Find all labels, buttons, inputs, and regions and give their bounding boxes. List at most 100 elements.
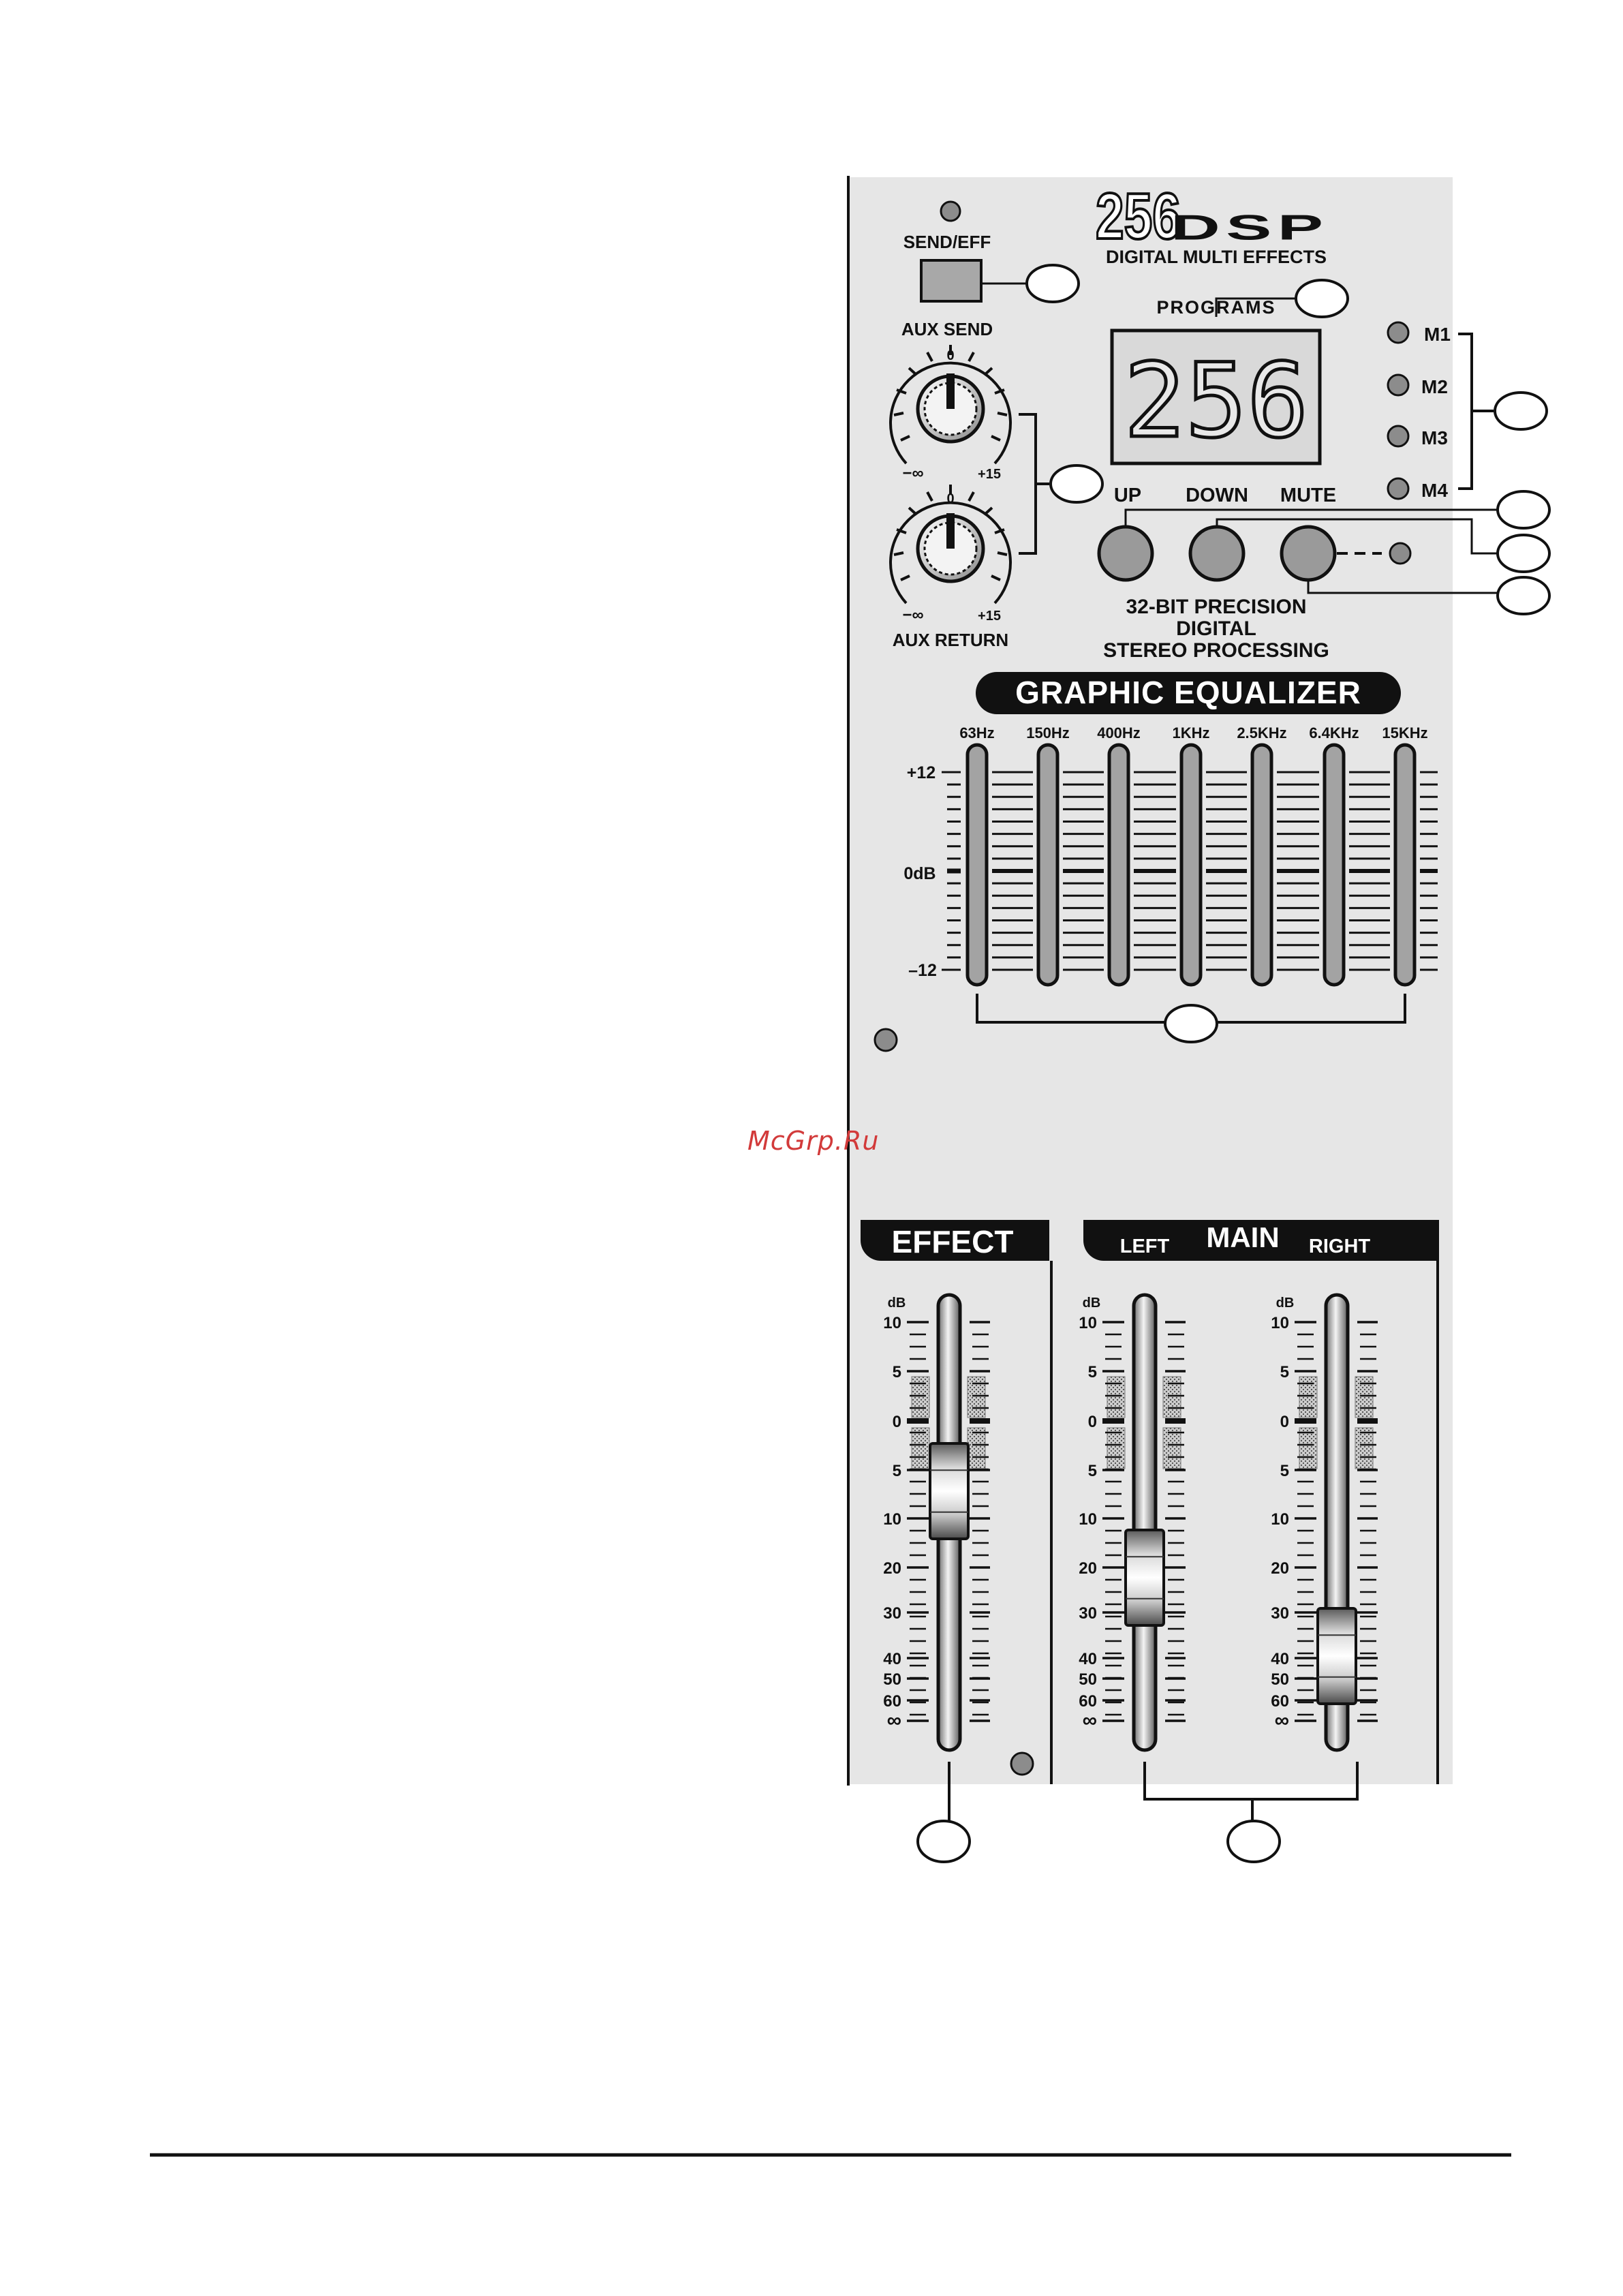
aux-send-label: AUX SEND [901, 319, 993, 339]
program-display [1110, 328, 1322, 465]
up-label: UP [1114, 485, 1141, 506]
eq-band-label-15khz: 15KHz [1382, 724, 1427, 741]
dsp-logo: 256 DSP [1094, 179, 1329, 254]
up-button[interactable] [1097, 525, 1154, 582]
m4-led [1387, 477, 1410, 500]
down-button[interactable] [1188, 525, 1246, 582]
effect-title-banner [861, 1220, 1049, 1261]
callout-main-faders [1226, 1820, 1281, 1863]
m2-led [1387, 373, 1410, 397]
fader-scale-label: 10 [1271, 1314, 1289, 1332]
mute-button[interactable] [1280, 525, 1337, 582]
fader-db-label: dB [1083, 1296, 1101, 1311]
aux-send-knob[interactable] [889, 345, 1012, 465]
processing-line3: STEREO PROCESSING [1103, 639, 1329, 662]
m1-led [1387, 321, 1410, 344]
eq-slider-2-5khz[interactable] [1250, 743, 1273, 987]
fader-scale-label: 40 [1271, 1650, 1289, 1668]
eq-slider-63hz[interactable] [965, 743, 989, 987]
eq-title-banner [976, 672, 1401, 714]
fader-scale-label: 5 [1280, 1462, 1289, 1480]
eq-slider-15khz[interactable] [1393, 743, 1417, 987]
fader-scale-label: 60 [1079, 1692, 1097, 1711]
m3-label: M3 [1421, 427, 1448, 448]
fader-scale-label: ∞ [1275, 1709, 1289, 1732]
fader-scale-label: 60 [883, 1692, 901, 1711]
fader-scale-label: 10 [883, 1314, 901, 1332]
fader-db-label: dB [1276, 1296, 1295, 1311]
callout-send-eff [1025, 264, 1080, 303]
fader-scale-label: 0 [1088, 1413, 1097, 1431]
aux-return-min-label: −∞ [902, 606, 923, 624]
eq-band-label-2-5khz: 2.5KHz [1237, 724, 1286, 741]
fader-cap[interactable] [929, 1442, 970, 1540]
eq-slider-150hz[interactable] [1036, 743, 1060, 987]
eq-slider-6-4khz[interactable] [1323, 743, 1346, 987]
fader-scale-label: 0 [893, 1413, 901, 1431]
fader-scale-label: 50 [1079, 1670, 1097, 1689]
callout-effect-fader [916, 1820, 971, 1863]
memory-leds [1387, 321, 1410, 500]
fader-scale-label: 60 [1271, 1692, 1289, 1711]
fader-zone [911, 1427, 930, 1469]
callout-line [1216, 518, 1498, 555]
aux-send-top-label: 0 [946, 348, 954, 363]
send-eff-label: SEND/EFF [903, 232, 991, 252]
fader-zone [1107, 1427, 1126, 1469]
main-title: MAIN [1206, 1221, 1279, 1253]
fader-scale-label: 30 [1079, 1604, 1097, 1623]
processing-line2: DIGITAL [1176, 617, 1256, 640]
fader-scale-label: 5 [1088, 1462, 1097, 1480]
fader-scale-label: 10 [1079, 1314, 1097, 1332]
mute-label: MUTE [1280, 485, 1336, 506]
eq-scale-ticks [942, 771, 1438, 971]
eq-slider-400hz[interactable] [1107, 743, 1130, 987]
processing-line1: 32-BIT PRECISION [1126, 596, 1306, 618]
m2-label: M2 [1421, 376, 1448, 397]
eq-band-label-63hz: 63Hz [959, 724, 994, 741]
send-eff-led [940, 200, 961, 222]
fader-scale-label: 50 [883, 1670, 901, 1689]
fader-scale-label: 10 [1079, 1510, 1097, 1529]
fader-scale-label: 0 [1280, 1413, 1289, 1431]
aux-return-knob[interactable] [889, 485, 1012, 604]
aux-return-label: AUX RETURN [893, 630, 1008, 650]
eq-band-label-150hz: 150Hz [1026, 724, 1070, 741]
eq-band-label-400hz: 400Hz [1097, 724, 1141, 741]
callout-memory [1494, 391, 1548, 431]
fader-scale-label: 30 [1271, 1604, 1289, 1623]
callout-down [1496, 534, 1551, 573]
fader-scale-label: 30 [883, 1604, 901, 1623]
fader-zone [1355, 1427, 1374, 1469]
main-left-label: LEFT [1120, 1236, 1170, 1257]
eq-scale-top: +12 [907, 763, 936, 782]
send-eff-button[interactable] [920, 259, 983, 303]
eq-sliders [965, 743, 1417, 987]
panel-screw [874, 1028, 898, 1052]
eq-band-label-1khz: 1KHz [1172, 724, 1209, 741]
fader-scale-label: 20 [1079, 1559, 1097, 1578]
eq-slider-1khz[interactable] [1179, 743, 1203, 987]
callout-aux [1049, 464, 1104, 504]
fader-scale-label: 20 [883, 1559, 901, 1578]
logo-number: 256 [1096, 180, 1181, 253]
fader-scale-label: 50 [1271, 1670, 1289, 1689]
fader-scale-label: 5 [1088, 1363, 1097, 1381]
fader-scale-label: 5 [893, 1363, 901, 1381]
main-right-label: RIGHT [1309, 1236, 1371, 1257]
callout-mute [1496, 576, 1551, 615]
fader-cap[interactable] [1316, 1607, 1357, 1705]
aux-send-max-label: +15 [978, 467, 1001, 482]
eq-scale-mid: 0dB [903, 864, 936, 883]
fader-db-label: dB [888, 1296, 906, 1311]
eq-band-label-6-4khz: 6.4KHz [1309, 724, 1359, 741]
fader-scale-label: 40 [883, 1650, 901, 1668]
fader-zone [1299, 1427, 1318, 1469]
m1-label: M1 [1424, 324, 1451, 345]
fader-cap[interactable] [1124, 1529, 1165, 1627]
fader-scale-label: ∞ [887, 1709, 901, 1732]
logo-word: DSP [1171, 207, 1329, 247]
